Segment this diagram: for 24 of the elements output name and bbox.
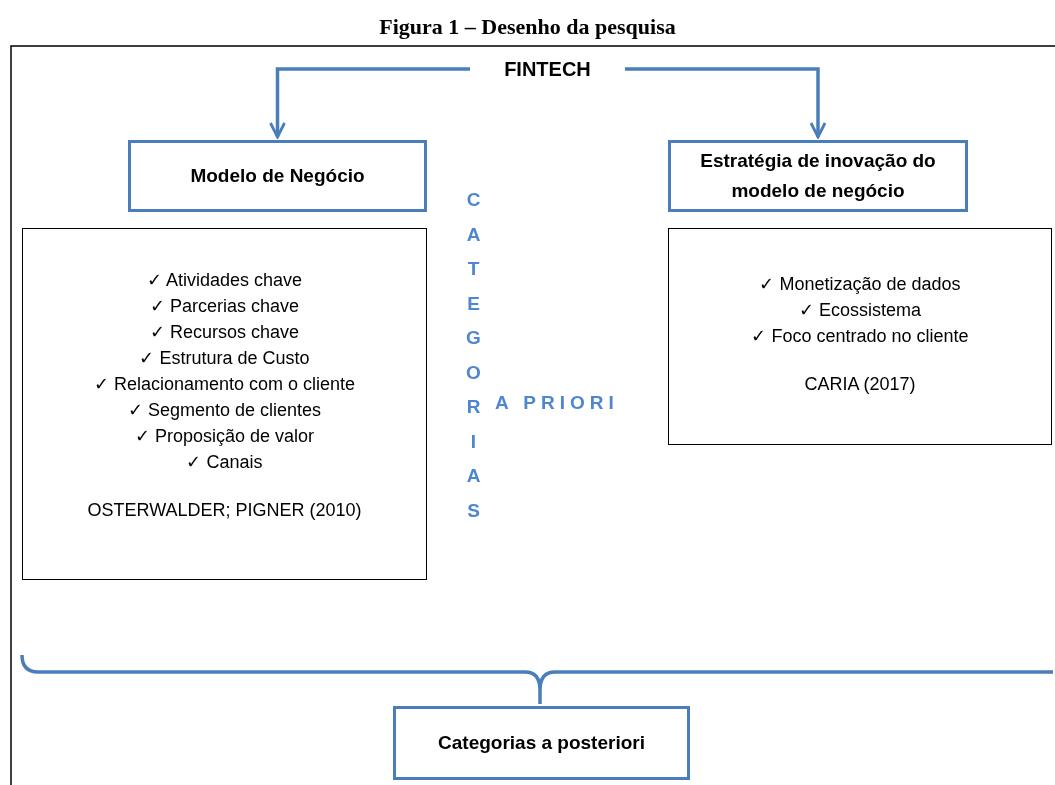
checklist-item: ✓ Canais: [186, 451, 263, 474]
arrow: [269, 67, 470, 139]
checklist-item: ✓ Monetização de dados: [759, 273, 961, 296]
checklist-item: ✓ Recursos chave: [149, 321, 300, 344]
checklist-item: ✓ Estrutura de Custo: [139, 347, 310, 370]
checklist-item: ✓ Atividades chave: [146, 269, 303, 292]
checklist-item: ✓ Relacionamento com o cliente: [93, 373, 356, 396]
checklist-box: [22, 228, 427, 580]
title-text: FINTECH: [470, 54, 625, 84]
checklist-item: ✓ Foco centrado no cliente: [751, 325, 969, 348]
checklist-item: ✓ Segmento de clientes: [127, 399, 322, 422]
arrow: [625, 67, 827, 139]
citation-text: OSTERWALDER; PIGNER (2010): [87, 499, 362, 522]
category-box: Modelo de Negócio: [128, 140, 427, 212]
category-box: Estratégia de inovação do modelo de negócio: [668, 140, 968, 212]
checklist-item: ✓ Proposição de valor: [134, 425, 315, 448]
category-label: A PRIORI: [495, 392, 619, 414]
figure-title: Figura 1 – Desenho da pesquisa: [378, 14, 677, 40]
category-label: CATEGORIAS: [466, 188, 481, 523]
checklist-box: [668, 228, 1052, 445]
result-box: Categorias a posteriori: [393, 706, 690, 780]
checklist-item: ✓ Parcerias chave: [149, 295, 300, 318]
checklist-item: ✓ Ecossistema: [798, 299, 921, 322]
citation-text: CARIA (2017): [804, 373, 916, 396]
